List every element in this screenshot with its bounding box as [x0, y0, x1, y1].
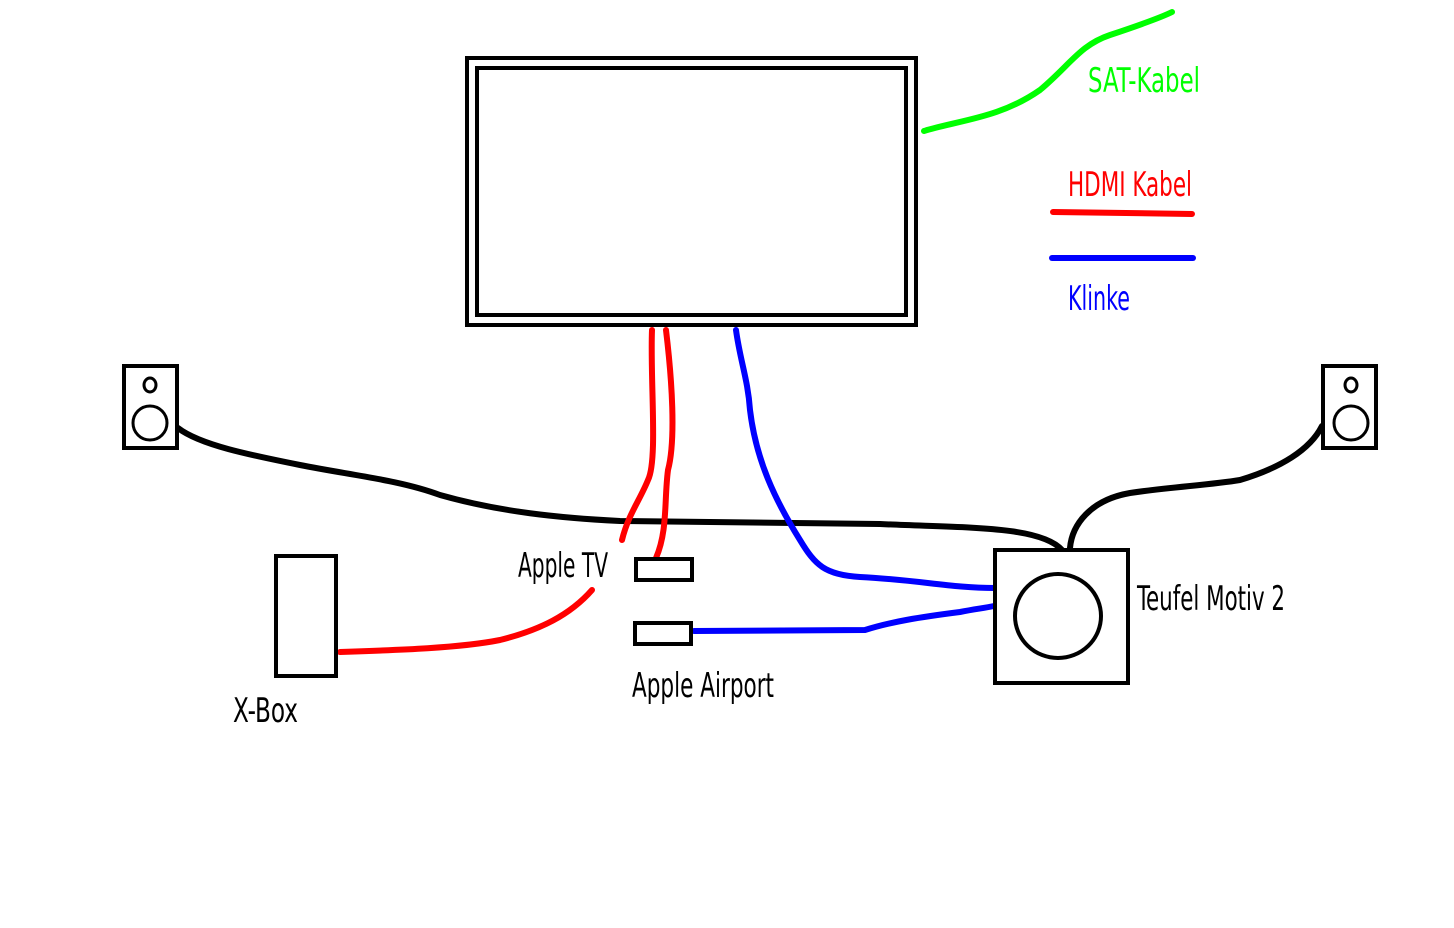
klinke-cable-tv-sub — [733, 327, 998, 591]
sat-cable-label: SAT-Kabel — [1088, 61, 1200, 101]
speaker-cable-right — [1067, 423, 1325, 551]
tv — [465, 56, 918, 327]
hdmi-cable-tv-xbox — [337, 327, 657, 655]
left-speaker — [122, 364, 179, 450]
apple-tv-label: Apple TV — [518, 546, 608, 586]
right-speaker — [1321, 364, 1378, 450]
subwoofer — [993, 548, 1130, 685]
hdmi-cable-label: HDMI Kabel — [1068, 165, 1192, 205]
xbox-box — [274, 554, 338, 678]
apple-airport-label: Apple Airport — [632, 666, 774, 706]
hdmi-legend-line — [1050, 209, 1195, 217]
klinke-label: Klinke — [1068, 279, 1130, 319]
hdmi-cable-tv-appletv — [653, 327, 676, 561]
xbox-label: X-Box — [233, 691, 298, 731]
apple-airport-box — [633, 621, 693, 646]
speaker-cable-left — [175, 425, 1065, 553]
sat-cable — [921, 9, 1175, 134]
apple-tv-box — [634, 557, 694, 582]
subwoofer-label: Teufel Motiv 2 — [1136, 579, 1285, 619]
klinke-cable-airport-sub — [691, 603, 997, 634]
